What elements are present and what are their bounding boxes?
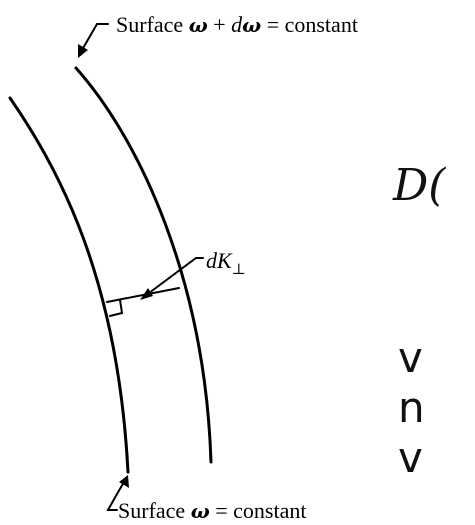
dk-segment	[106, 287, 180, 303]
top-leader-line	[81, 23, 109, 51]
surface-omega-plus-domega-curve	[74, 66, 213, 464]
top-surface-label: Surface ω + dω = constant	[116, 12, 358, 37]
dk-arrow-line	[144, 257, 204, 297]
bottom-leader-arrowhead	[119, 475, 129, 488]
dk-perp-label: dK⊥	[206, 248, 246, 278]
partial-text-line-2: n	[398, 383, 425, 432]
surface-omega-curve	[8, 96, 130, 474]
bottom-leader-line	[106, 481, 125, 511]
right-angle-marker	[109, 299, 124, 317]
partial-formula: D(	[392, 160, 446, 211]
partial-text-line-3: v	[398, 433, 423, 482]
bottom-surface-label: Surface ω = constant	[118, 498, 306, 523]
top-leader-arrowhead	[78, 44, 88, 58]
partial-text-line-1: v	[398, 333, 423, 382]
dk-arrow-head	[140, 288, 153, 300]
